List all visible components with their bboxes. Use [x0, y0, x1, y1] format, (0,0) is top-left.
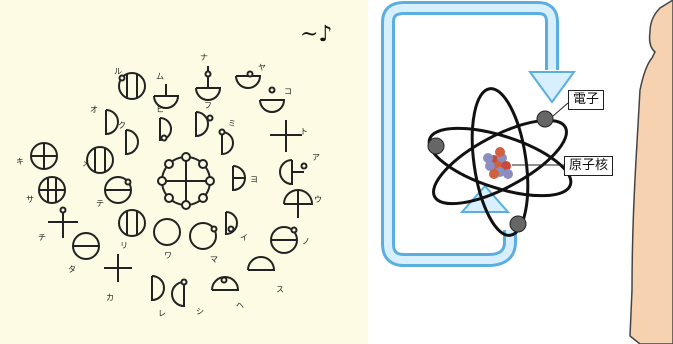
label-ya: ヤ: [258, 63, 266, 72]
label-wa: ワ: [164, 251, 172, 260]
symbol-te: [105, 177, 131, 203]
symbol-to: [270, 120, 302, 152]
symbol-u: [284, 190, 312, 218]
symbol-ma: [190, 223, 217, 249]
symbol-chi: [48, 208, 78, 239]
symbol-re: [152, 276, 164, 300]
label-ta: タ: [68, 265, 76, 274]
label-fu: フ: [204, 101, 212, 110]
label-ma: マ: [210, 255, 218, 264]
label-ru: ル: [114, 67, 122, 76]
tilde-note-mark: ~♪: [300, 22, 332, 47]
symbol-he: [212, 277, 238, 290]
electron-callout: 電子: [568, 90, 604, 110]
label-chi: チ: [38, 233, 46, 242]
symbol-yo: [233, 166, 245, 190]
label-ku: ク: [118, 121, 126, 130]
label-yo: ヨ: [250, 175, 258, 184]
symbol-me: [87, 147, 113, 173]
label-su: ス: [276, 285, 284, 294]
symbol-su: [248, 257, 274, 270]
label-ko: コ: [284, 87, 292, 96]
electron-1: [537, 111, 553, 127]
symbol-mi: [220, 130, 234, 155]
symbol-i: [226, 212, 237, 234]
electron-3: [510, 216, 526, 232]
human-silhouette: [630, 0, 673, 344]
label-te: テ: [96, 199, 104, 208]
symbol-no: [271, 227, 297, 253]
label-u: ウ: [314, 195, 322, 204]
nucleus: [483, 147, 513, 179]
nucleus-callout: 原子核: [564, 156, 613, 176]
symbol-shi: [172, 280, 187, 307]
symbol-ko: [260, 88, 284, 113]
label-me: メ: [82, 159, 90, 168]
label-mi: ミ: [228, 119, 236, 128]
label-mu: ム: [156, 72, 164, 81]
label-no: ノ: [302, 237, 310, 246]
symbol-ki: [31, 143, 57, 169]
label-i: イ: [240, 233, 248, 242]
label-ri: リ: [120, 241, 128, 250]
label-ki: キ: [16, 157, 24, 166]
label-a: ア: [312, 153, 320, 162]
label-re: レ: [158, 309, 166, 318]
center-symbol: [158, 153, 214, 209]
symbol-labels: ム ナ ヤ コ ト ア ウ ノ ス ヘ シ レ カ タ チ サ キ メ ル オ …: [16, 53, 322, 318]
symbol-ya: [236, 72, 260, 89]
symbol-a: [280, 160, 307, 184]
symbol-ru: [119, 73, 145, 99]
symbol-fu: [196, 112, 213, 136]
symbol-ku: [126, 130, 138, 154]
symbol-wa: [154, 219, 180, 245]
symbol-ri: [119, 210, 145, 236]
label-o: オ: [90, 105, 98, 114]
label-to: ト: [300, 127, 308, 136]
symbol-ka: [104, 254, 132, 282]
symbol-o: [106, 110, 118, 134]
symbol-hi: [160, 118, 171, 141]
electron-leader-line: [553, 103, 568, 116]
label-sa: サ: [26, 195, 34, 204]
label-na: ナ: [200, 53, 208, 62]
label-he: ヘ: [236, 301, 244, 310]
electron-2: [428, 138, 444, 154]
symbol-ta: [73, 233, 99, 259]
symbol-na: [196, 66, 220, 100]
label-hi: ヒ: [156, 105, 164, 114]
feedback-arrow: [388, 8, 574, 260]
symbol-sa: [39, 177, 65, 203]
label-ka: カ: [106, 293, 114, 302]
label-shi: シ: [196, 307, 204, 316]
